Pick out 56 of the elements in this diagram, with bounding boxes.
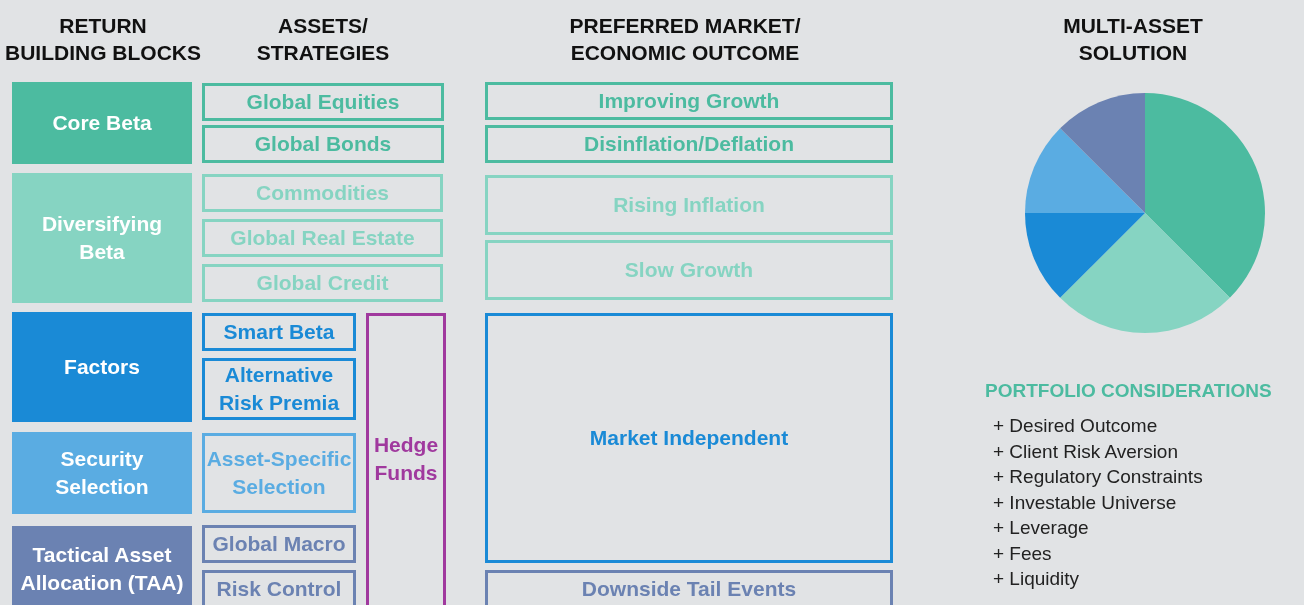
column-header: MULTI-ASSET SOLUTION xyxy=(1062,13,1204,66)
box-label: Security Selection xyxy=(54,446,150,500)
box-label: Global Real Estate xyxy=(230,225,415,251)
block-tile xyxy=(12,82,192,164)
column-header: PREFERRED MARKET/ ECONOMIC OUTCOME xyxy=(568,13,802,66)
list-item: + Liquidity xyxy=(993,567,1080,591)
block-tile xyxy=(12,312,192,422)
box-label: Global Equities xyxy=(246,89,400,115)
column-header: RETURN BUILDING BLOCKS xyxy=(4,13,202,66)
list-item: + Client Risk Aversion xyxy=(993,439,1178,464)
box-label: Tactical Asset Allocation (TAA) xyxy=(19,541,185,596)
strategy-box xyxy=(202,358,356,420)
list-item: + Investable Universe xyxy=(993,490,1177,515)
strategy-box xyxy=(202,219,443,257)
list-item: + Desired Outcome xyxy=(993,414,1158,438)
outcome-box xyxy=(485,82,893,120)
strategy-box xyxy=(202,570,356,605)
list-item: + Regulatory Constraints xyxy=(993,465,1203,489)
box-label: Global Macro xyxy=(212,531,346,557)
block-tile xyxy=(12,432,192,514)
outcome-box xyxy=(485,125,893,163)
box-label: Risk Control xyxy=(216,576,342,602)
strategy-box xyxy=(202,83,444,121)
box-label: Commodities xyxy=(256,180,389,206)
strategy-box xyxy=(202,525,356,563)
list-item: + Fees xyxy=(993,541,1052,566)
strategy-box xyxy=(202,125,444,163)
box-label: Slow Growth xyxy=(624,257,754,283)
strategy-box xyxy=(366,313,446,605)
box-label: Alternative Risk Premia xyxy=(217,362,341,416)
list-item: + Leverage xyxy=(993,516,1089,540)
box-label: Core Beta xyxy=(52,110,152,136)
box-label: Factors xyxy=(64,354,140,380)
box-label: Diversifying Beta xyxy=(40,211,164,265)
block-tile xyxy=(12,526,192,605)
box-label: Hedge Funds xyxy=(372,432,440,486)
outcome-box xyxy=(485,570,893,605)
outcome-box xyxy=(485,175,893,235)
strategy-box xyxy=(202,433,356,513)
strategy-box xyxy=(202,264,443,302)
box-label: Rising Inflation xyxy=(613,192,765,218)
column-header: ASSETS/ STRATEGIES xyxy=(255,13,391,66)
section-heading: PORTFOLIO CONSIDERATIONS xyxy=(985,379,1272,403)
outcome-box xyxy=(485,313,893,563)
box-label: Disinflation/Deflation xyxy=(584,131,794,157)
box-label: Global Bonds xyxy=(254,131,392,157)
box-label: Market Independent xyxy=(589,425,789,451)
strategy-box xyxy=(202,313,356,351)
strategy-box xyxy=(202,174,443,212)
outcome-box xyxy=(485,240,893,300)
box-label: Asset-Specific Selection xyxy=(205,446,353,500)
box-label: Downside Tail Events xyxy=(581,576,797,602)
box-label: Improving Growth xyxy=(598,88,780,114)
box-label: Smart Beta xyxy=(223,319,335,345)
block-tile xyxy=(12,173,192,303)
box-label: Global Credit xyxy=(256,270,389,296)
